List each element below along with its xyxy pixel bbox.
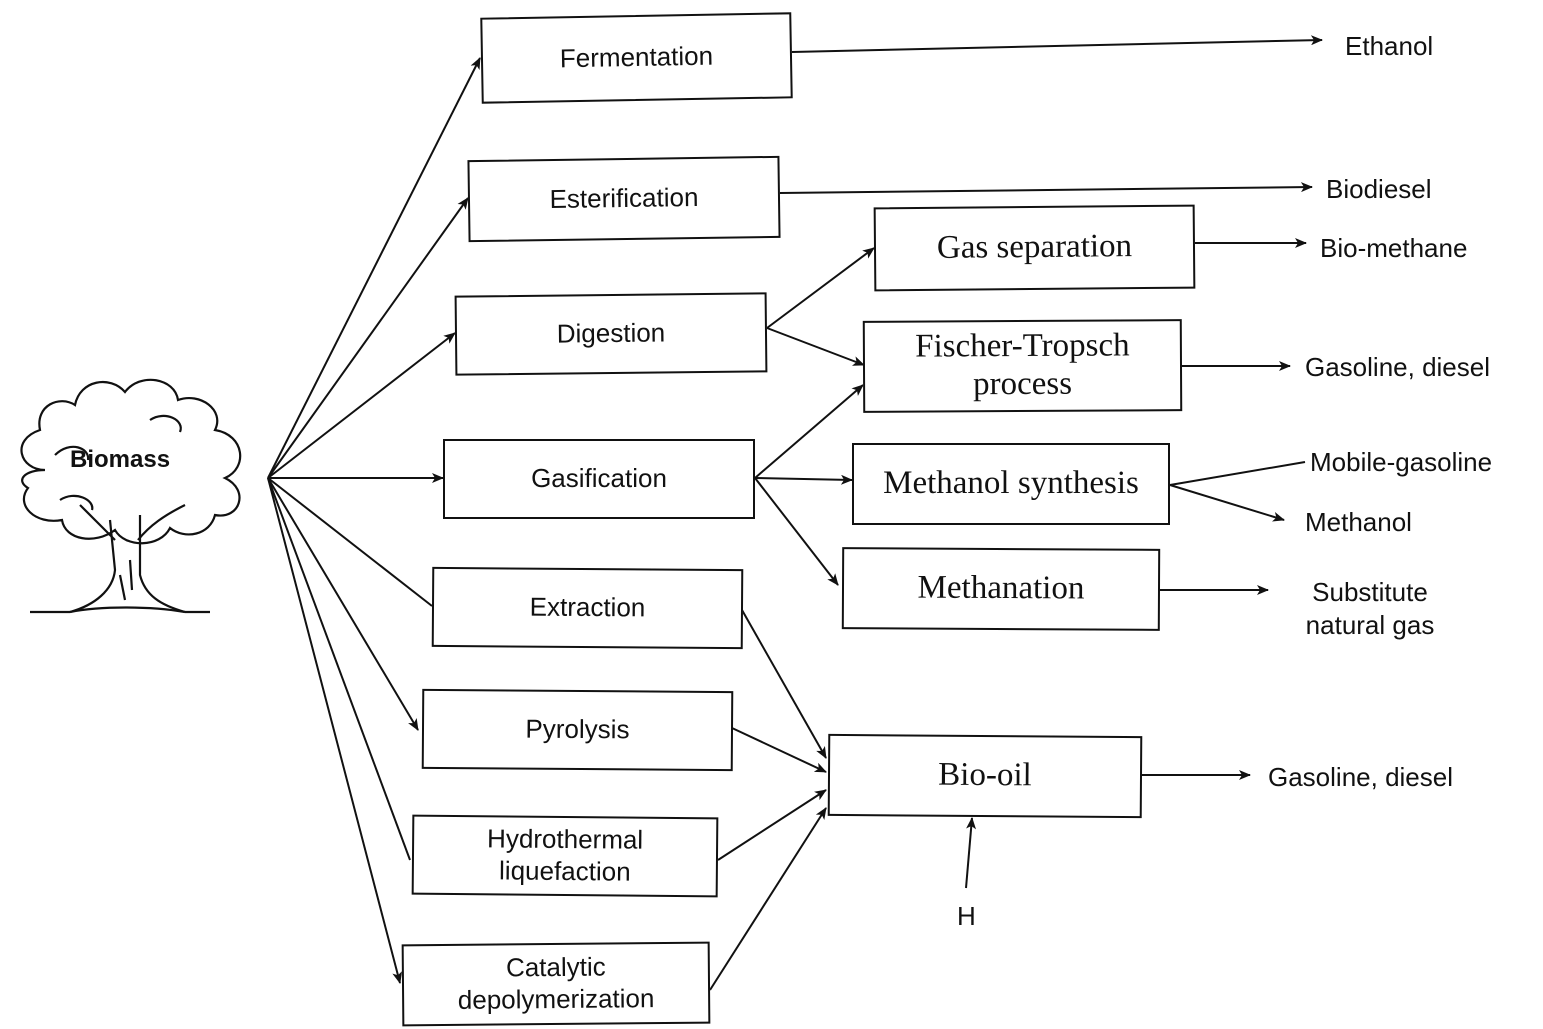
bio-methane-label: Bio-methane [1320, 233, 1468, 263]
bio-oil-label: Bio-oil [938, 756, 1032, 794]
mobile-gasoline-label: Mobile-gasoline [1310, 447, 1493, 477]
process-connectors [709, 35, 1323, 991]
ethanol-label: Ethanol [1345, 31, 1434, 61]
pyrolysis-label: Pyrolysis [525, 713, 630, 745]
fischer-tropsch-label: Fischer-Tropsch process [915, 327, 1130, 403]
gasoline-diesel-biooil-label: Gasoline, diesel [1268, 762, 1453, 792]
fermentation-label: Fermentation [559, 40, 714, 74]
hydrothermal-liquefaction-box: Hydrothermal liquefaction [411, 814, 719, 898]
substitute-natural-gas-label: Substitute natural gas [1305, 577, 1435, 640]
fermentation-box: Fermentation [480, 12, 793, 104]
gasoline-diesel-ft-label: Gasoline, diesel [1305, 352, 1490, 382]
esterification-box: Esterification [467, 155, 781, 243]
gasification-label: Gasification [531, 463, 667, 494]
digestion-label: Digestion [556, 317, 666, 349]
esterification-label: Esterification [549, 182, 699, 215]
biomass-connectors [267, 57, 481, 984]
methanol-label: Methanol [1305, 507, 1412, 537]
gas-separation-label: Gas separation [936, 228, 1133, 266]
methanol-synthesis-label: Methanol synthesis [883, 465, 1139, 502]
extraction-box: Extraction [431, 566, 744, 650]
hydrogen-input-label: H [957, 901, 976, 931]
biodiesel-label: Biodiesel [1326, 174, 1432, 204]
pyrolysis-box: Pyrolysis [421, 688, 734, 772]
tree-icon [20, 378, 242, 614]
digestion-box: Digestion [454, 292, 768, 376]
gasification-box: Gasification [443, 439, 755, 519]
catalytic-depolymerization-label: Catalytic depolymerization [457, 951, 655, 1015]
fischer-tropsch-box: Fischer-Tropsch process [862, 319, 1183, 413]
hydrothermal-liquefaction-label: Hydrothermal liquefaction [486, 823, 644, 887]
methanol-synthesis-box: Methanol synthesis [852, 443, 1170, 525]
biomass-label: Biomass [70, 446, 171, 473]
bio-oil-box: Bio-oil [827, 733, 1143, 819]
methanation-box: Methanation [841, 547, 1161, 631]
catalytic-depolymerization-box: Catalytic depolymerization [401, 941, 711, 1027]
output-connectors [965, 238, 1307, 889]
gas-separation-box: Gas separation [873, 204, 1196, 292]
extraction-label: Extraction [529, 591, 646, 623]
methanation-label: Methanation [917, 569, 1085, 607]
